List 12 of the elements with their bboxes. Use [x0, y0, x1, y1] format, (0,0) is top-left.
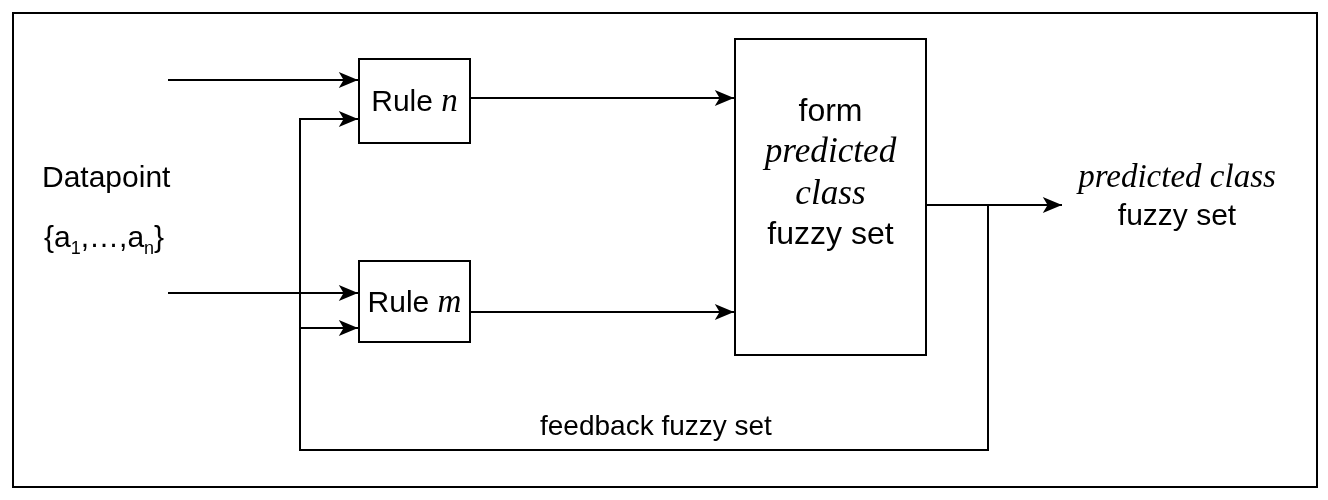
arrow	[167, 285, 359, 301]
arrow	[299, 204, 989, 451]
box-label: form predicted class fuzzy set	[761, 91, 898, 254]
arrow	[470, 90, 735, 106]
input-set-label: {a$_{1}$,…,a$_{n}$}	[44, 220, 165, 259]
process-box	[734, 38, 927, 356]
output-label: predicted class fuzzy set	[1075, 157, 1277, 233]
arrow	[167, 72, 359, 88]
arrow	[470, 304, 735, 320]
box-label: Rule m	[367, 281, 462, 321]
input-label: Datapoint	[42, 160, 171, 194]
box-label: Rule n	[371, 81, 458, 121]
